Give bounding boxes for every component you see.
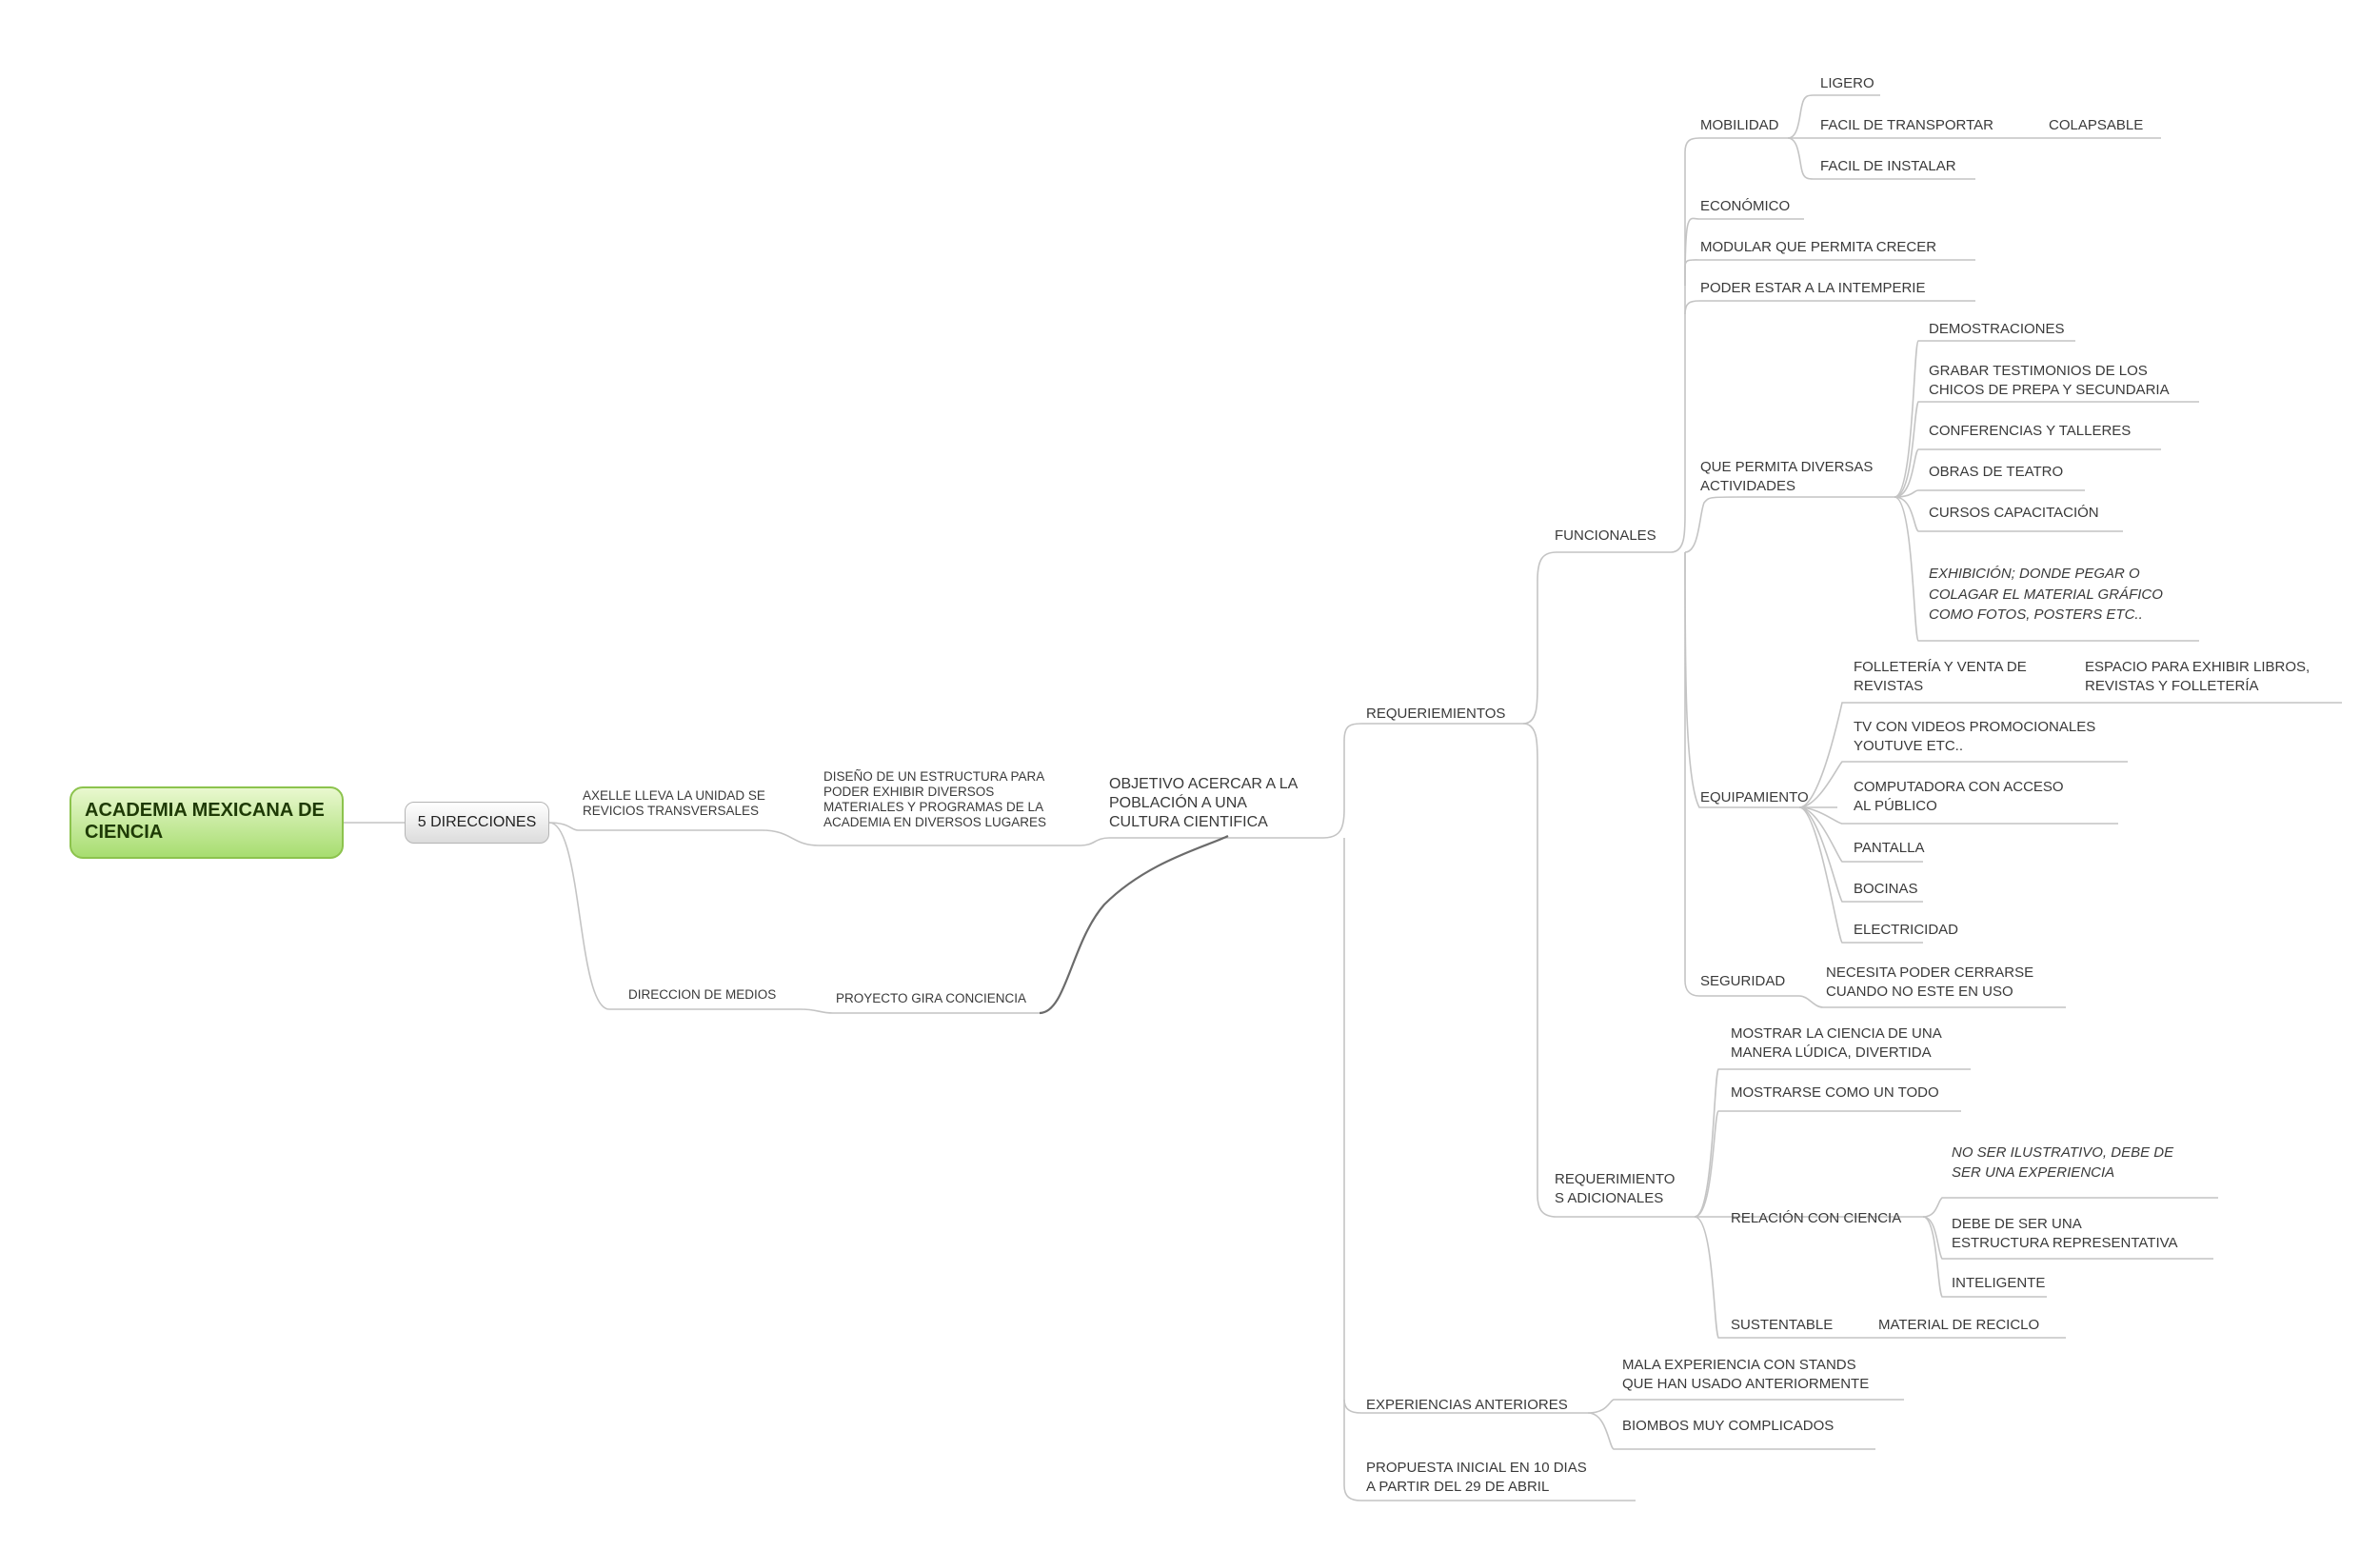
funcionales-node[interactable]: FUNCIONALES <box>1555 527 1656 544</box>
ligero-node[interactable]: LIGERO <box>1820 75 1874 91</box>
equipamiento-node[interactable]: EQUIPAMIENTO <box>1700 789 1809 805</box>
diseno-node[interactable]: DISEÑO DE UN ESTRUCTURA PARA PODER EXHIB… <box>823 769 1047 829</box>
tv-node[interactable]: TV CON VIDEOS PROMOCIONALES YOUTUVE ETC.… <box>1854 719 2096 754</box>
requerimientos-node[interactable]: REQUERIEMIENTOS <box>1366 706 1506 722</box>
facil-transportar-node[interactable]: FACIL DE TRANSPORTAR <box>1820 117 1993 133</box>
actividad-item[interactable]: DEMOSTRACIONES <box>1929 321 2065 337</box>
actividad-item[interactable]: OBRAS DE TEATRO <box>1929 464 2064 480</box>
hub-node[interactable]: 5 DIRECCIONES <box>405 802 549 844</box>
intemperie-node[interactable]: PODER ESTAR A LA INTEMPERIE <box>1700 280 1926 296</box>
seguridad-node[interactable]: SEGURIDAD <box>1700 973 1786 989</box>
economico-node[interactable]: ECONÓMICO <box>1700 198 1791 214</box>
inteligente-node[interactable]: INTELIGENTE <box>1952 1275 2046 1291</box>
relacion-node[interactable]: RELACIÓN CON CIENCIA <box>1731 1210 1902 1226</box>
colapsable-node[interactable]: COLAPSABLE <box>2049 117 2144 133</box>
cerrarse-node[interactable]: NECESITA PODER CERRARSE CUANDO NO ESTE E… <box>1826 964 2034 1000</box>
todo-node[interactable]: MOSTRARSE COMO UN TODO <box>1731 1084 1939 1101</box>
biombos-node[interactable]: BIOMBOS MUY COMPLICADOS <box>1622 1418 1835 1434</box>
representativa-node[interactable]: DEBE DE SER UNA ESTRUCTURA REPRESENTATIV… <box>1952 1216 2178 1251</box>
movilidad-node[interactable]: MOBILIDAD <box>1700 117 1779 133</box>
electricidad-node[interactable]: ELECTRICIDAD <box>1854 922 1959 938</box>
computadora-node[interactable]: COMPUTADORA CON ACCESO AL PÚBLICO <box>1854 779 2064 814</box>
objetivo-node[interactable]: OBJETIVO ACERCAR A LA POBLACIÓN A UNA CU… <box>1109 776 1299 830</box>
bocinas-node[interactable]: BOCINAS <box>1854 881 1918 897</box>
experiencias-node[interactable]: EXPERIENCIAS ANTERIORES <box>1366 1397 1568 1413</box>
folleteria-node[interactable]: FOLLETERÍA Y VENTA DE REVISTAS <box>1854 659 2027 694</box>
actividad-item[interactable]: CONFERENCIAS Y TALLERES <box>1929 423 2132 439</box>
propuesta-node[interactable]: PROPUESTA INICIAL EN 10 DIAS A PARTIR DE… <box>1366 1460 1587 1495</box>
actividad-item[interactable]: EXHIBICIÓN; DONDE PEGAR O COLAGAR EL MAT… <box>1929 566 2163 623</box>
ilustrativo-node[interactable]: NO SER ILUSTRATIVO, DEBE DE SER UNA EXPE… <box>1952 1144 2174 1181</box>
espacio-node[interactable]: ESPACIO PARA EXHIBIR LIBROS, REVISTAS Y … <box>2085 659 2311 694</box>
direccion-medios-node[interactable]: DIRECCION DE MEDIOS <box>628 987 777 1002</box>
ludica-node[interactable]: MOSTRAR LA CIENCIA DE UNA MANERA LÚDICA,… <box>1731 1025 1942 1061</box>
root-node[interactable]: ACADEMIA MEXICANA DE CIENCIA <box>69 786 344 859</box>
stands-node[interactable]: MALA EXPERIENCIA CON STANDS QUE HAN USAD… <box>1622 1357 1870 1392</box>
actividad-item[interactable]: GRABAR TESTIMONIOS DE LOS CHICOS DE PREP… <box>1929 363 2170 398</box>
proyecto-gira-node[interactable]: PROYECTO GIRA CONCIENCIA <box>836 991 1027 1005</box>
actividades-node[interactable]: QUE PERMITA DIVERSAS ACTIVIDADES <box>1700 459 1874 494</box>
actividad-item[interactable]: CURSOS CAPACITACIÓN <box>1929 505 2099 521</box>
facil-instalar-node[interactable]: FACIL DE INSTALAR <box>1820 158 1956 174</box>
sustentable-node[interactable]: SUSTENTABLE <box>1731 1317 1834 1333</box>
adicionales-node[interactable]: REQUERIMIENTO S ADICIONALES <box>1555 1171 1676 1206</box>
reciclo-node[interactable]: MATERIAL DE RECICLO <box>1878 1317 2040 1333</box>
pantalla-node[interactable]: PANTALLA <box>1854 840 1925 856</box>
modular-node[interactable]: MODULAR QUE PERMITA CRECER <box>1700 239 1937 255</box>
axelle-node[interactable]: AXELLE LLEVA LA UNIDAD SE REVICIOS TRANS… <box>583 788 765 818</box>
